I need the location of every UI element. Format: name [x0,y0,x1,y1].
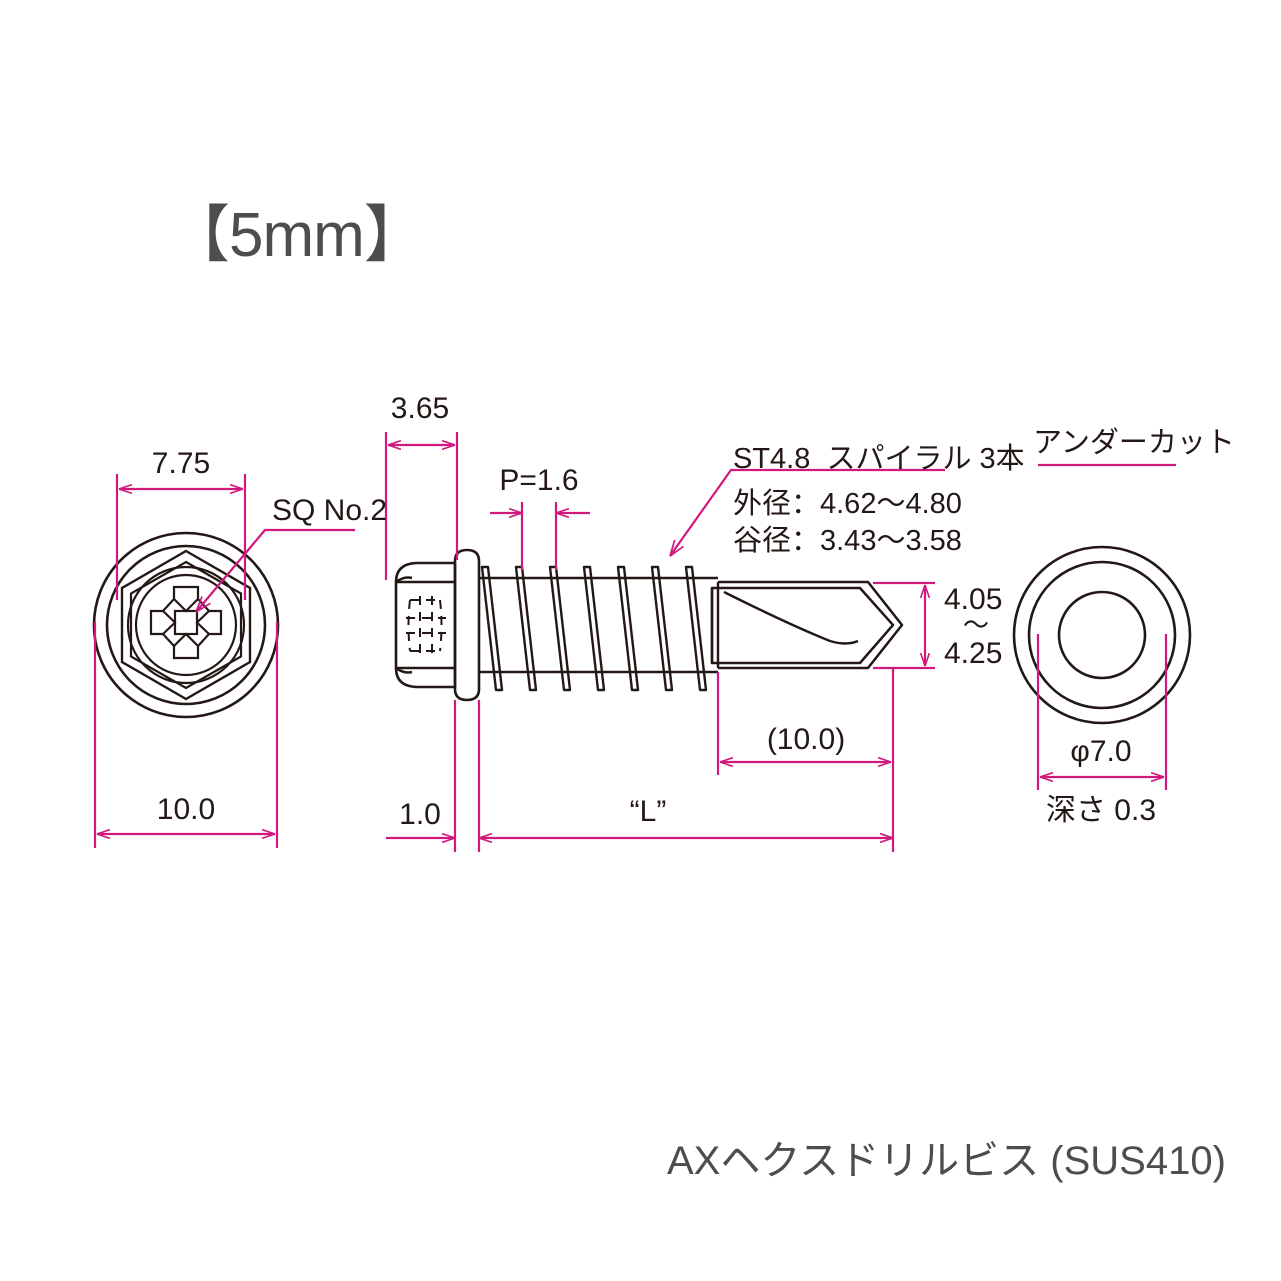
dim-drill-diameter-upper: 4.05 [944,583,1003,616]
annotation-thread-spec-3: 谷径：3.43〜3.58 [733,525,962,557]
undercut-dimensions [1036,463,1176,790]
head-corner-top [395,576,413,584]
dim-point-length: (10.0) [766,723,846,756]
hex-head-top-view [92,531,280,719]
hexagon-inner [129,560,243,690]
recess-circle-inner [134,573,238,677]
thread-teeth [480,565,708,692]
dim-undercut-diameter: φ7.0 [1070,735,1132,768]
dim-drill-diameter-lower: 4.25 [944,637,1003,670]
annotation-sq-no2: SQ No.2 [272,494,388,527]
head-recess-hidden-lines [406,596,446,656]
head-corner-bottom [395,666,413,674]
leader-sq-no2 [195,528,355,612]
hexagon-outer [120,549,252,701]
annotation-thread-spec-1: ST4.8 スパイラル 3本 [733,443,1025,475]
page-title: 【5mm】 [168,201,426,270]
undercut-view-title: アンダーカット [1033,427,1235,459]
dim-flange-diameter: 10.0 [156,793,216,826]
dim-length-L: “L” [629,795,667,828]
side-view-dimensions [384,432,945,852]
dim-drill-diameter-tilde: 〜 [963,610,990,640]
drawing-caption: AXヘクスドリルビス (SUS410) [667,1139,1226,1183]
screw-side-view [394,548,904,702]
dim-washer-thickness: 1.0 [399,798,441,831]
flange-washer [453,548,481,702]
undercut-inner-circle [1057,590,1147,680]
dim-across-flats: 7.75 [151,447,211,480]
leader-thread-spec [669,468,945,556]
cross-recess-shape [149,585,223,660]
dim-undercut-depth: 深さ 0.3 [1045,794,1157,827]
dim-head-height: 3.65 [390,392,450,425]
drill-point [710,580,904,670]
dim-thread-pitch: P=1.6 [499,464,579,497]
flange-inner-circle [105,544,267,706]
head-view-dimensions [93,474,355,848]
recess-circle-outer [126,565,246,685]
undercut-middle-circle [1027,560,1177,710]
undercut-bottom-view [1012,545,1192,725]
undercut-outer-circle [1012,545,1192,725]
annotation-thread-spec-2: 外径：4.62〜4.80 [733,488,962,520]
